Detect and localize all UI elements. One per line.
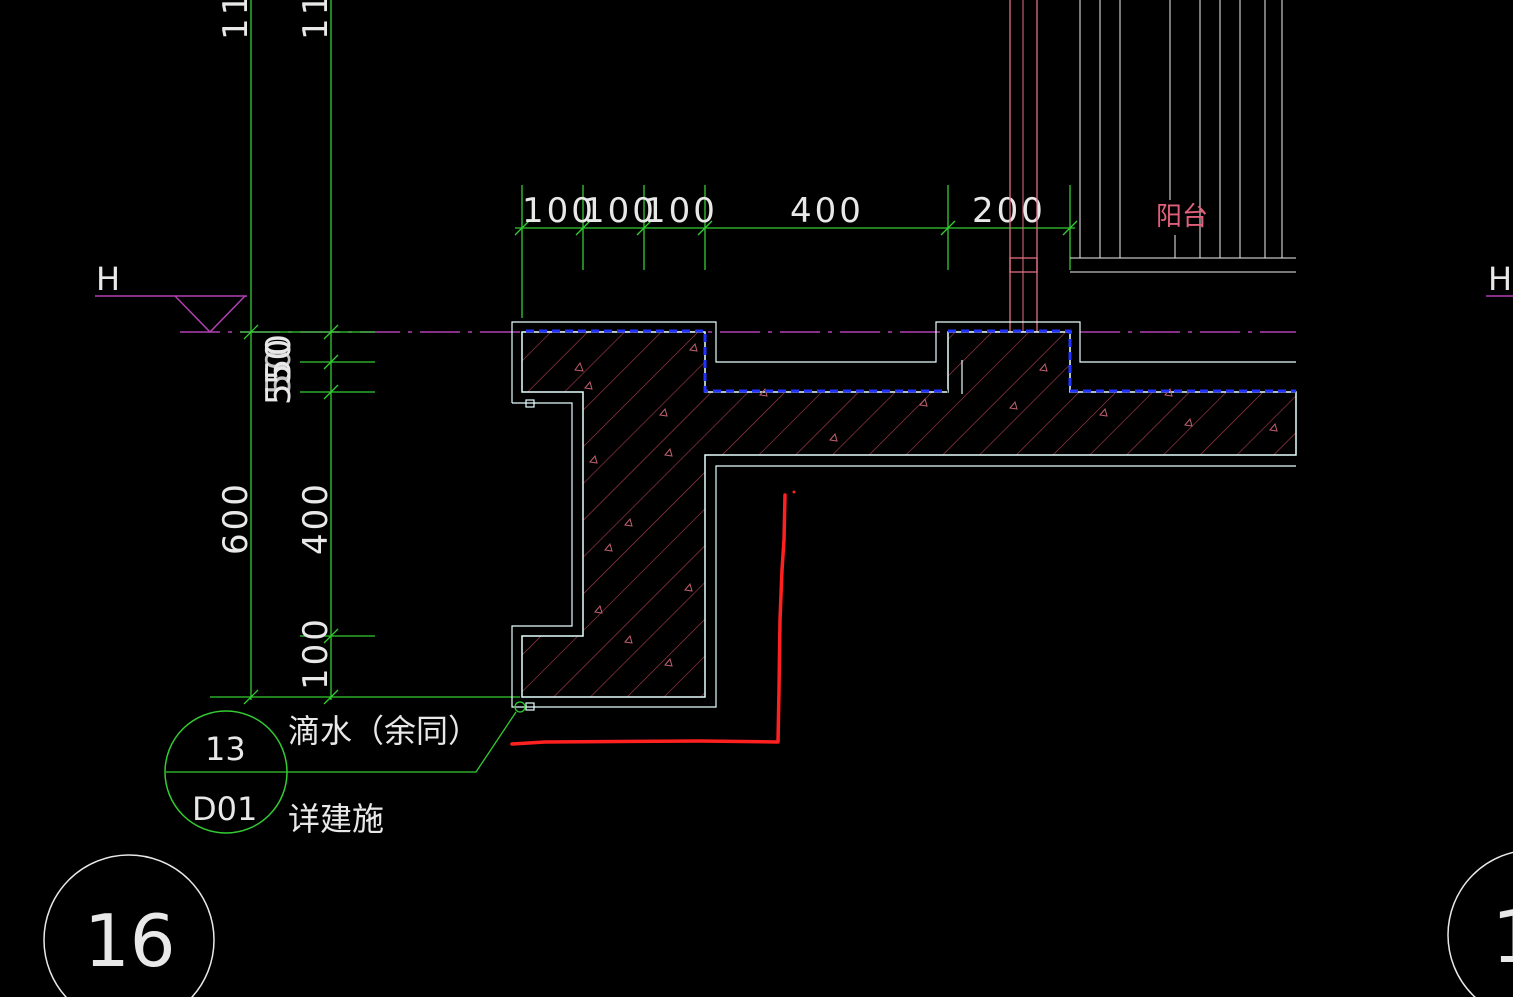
dim-left-inner-110: 110 bbox=[296, 0, 336, 40]
concrete-section bbox=[521, 331, 1297, 698]
top-dimension-texts: 100 100 100 400 200 bbox=[522, 191, 1046, 231]
dim-top-100a: 100 bbox=[522, 191, 596, 231]
grid-axis-16: 16 bbox=[43, 854, 215, 997]
dim-left-outer-600: 600 bbox=[216, 481, 256, 555]
grid-axis-next-label: 1 bbox=[1492, 895, 1513, 979]
top-dimension-lines bbox=[514, 185, 1078, 318]
dim-top-100c: 100 bbox=[644, 191, 718, 231]
detail-ref-note: 详建施 bbox=[288, 800, 384, 838]
finish-lines bbox=[511, 321, 1296, 711]
red-markup bbox=[510, 490, 796, 746]
level-symbol-right: H bbox=[1486, 260, 1513, 298]
dim-top-200: 200 bbox=[972, 191, 1046, 231]
dim-top-100b: 100 bbox=[583, 191, 657, 231]
dim-top-400: 400 bbox=[790, 191, 864, 231]
balcony-label: 阳台 bbox=[1156, 202, 1208, 232]
waterproof-layer bbox=[526, 329, 1296, 393]
level-mark-left: H bbox=[96, 260, 120, 298]
detail-ref-sheet: D01 bbox=[192, 790, 257, 828]
left-dimension-texts: 110 110 550 50 50 600 400 100 bbox=[216, 0, 336, 690]
balcony-railing: 阳台 bbox=[1009, 0, 1296, 357]
detail-ref-number: 13 bbox=[205, 730, 246, 768]
detail-callout: 13 D01 滴水（余同） 详建施 bbox=[164, 701, 526, 838]
dim-left-inner-400: 400 bbox=[296, 481, 336, 555]
drip-note: 滴水（余同） bbox=[288, 712, 480, 750]
dim-left-outer-110: 110 bbox=[216, 0, 256, 40]
dim-left-inner-100: 100 bbox=[296, 616, 336, 690]
aggregate-marks bbox=[574, 342, 1278, 667]
dim-left-inner-50b: 50 bbox=[259, 346, 299, 395]
grid-axis-16-label: 16 bbox=[84, 899, 176, 983]
dim-left-outer-550: 550 bbox=[259, 331, 299, 405]
level-mark-right: H bbox=[1488, 260, 1512, 298]
dim-left-inner-50a: 50 bbox=[259, 336, 299, 385]
grid-axis-next: 1 bbox=[1447, 851, 1513, 997]
left-dimension-lines bbox=[210, 0, 520, 705]
level-symbol-left: H bbox=[95, 260, 247, 334]
